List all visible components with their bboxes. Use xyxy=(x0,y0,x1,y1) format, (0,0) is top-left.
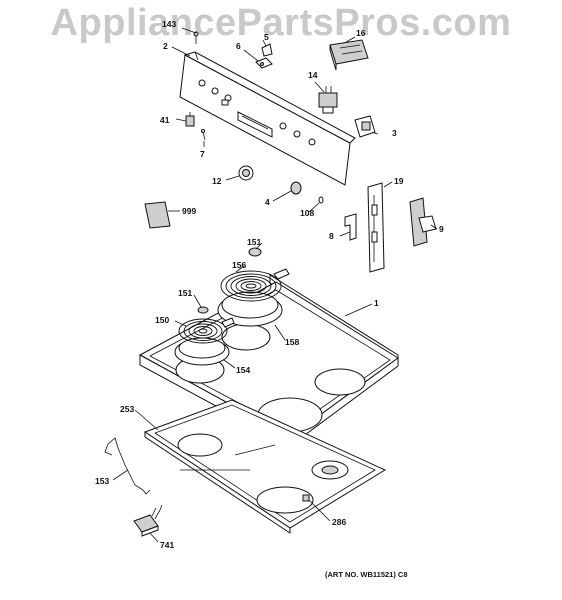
receptacle-151-top xyxy=(248,247,262,257)
callout-150: 150 xyxy=(155,315,169,325)
callout-4: 4 xyxy=(265,197,270,207)
switch-41 xyxy=(185,112,195,127)
callout-741: 741 xyxy=(160,540,174,550)
callout-253: 253 xyxy=(120,404,134,414)
callout-2: 2 xyxy=(163,41,168,51)
literature-999 xyxy=(144,201,171,229)
knob-cap-4 xyxy=(290,181,302,195)
callout-6: 6 xyxy=(236,41,241,51)
switch-14 xyxy=(318,86,338,114)
callout-108: 108 xyxy=(300,208,314,218)
callout-1: 1 xyxy=(374,298,379,308)
callout-8: 8 xyxy=(329,231,334,241)
callout-14: 14 xyxy=(308,70,318,80)
timer-module-16 xyxy=(329,39,369,71)
callout-151-top: 151 xyxy=(247,237,261,247)
callout-158: 158 xyxy=(285,337,299,347)
switch-3 xyxy=(354,115,376,138)
callout-151-lower: 151 xyxy=(178,288,192,298)
callout-143: 143 xyxy=(162,19,176,29)
terminal-block-741 xyxy=(133,504,163,537)
callout-156: 156 xyxy=(232,260,246,270)
bracket-5 xyxy=(261,43,273,57)
art-number: (ART NO. WB11521) C8 xyxy=(325,570,408,579)
wire-153 xyxy=(104,437,151,495)
side-bracket-19 xyxy=(367,182,385,273)
screw-286 xyxy=(302,494,310,502)
callout-153: 153 xyxy=(95,476,109,486)
callout-154: 154 xyxy=(236,365,250,375)
callout-7: 7 xyxy=(200,149,205,159)
hinge-9 xyxy=(409,197,437,247)
callout-41: 41 xyxy=(160,115,170,125)
surface-element-150 xyxy=(178,317,235,344)
clip-6 xyxy=(255,57,273,69)
callout-3: 3 xyxy=(392,128,397,138)
drip-pan-154 xyxy=(174,337,230,366)
spring-108 xyxy=(318,196,324,204)
callout-286: 286 xyxy=(332,517,346,527)
burner-box-253 xyxy=(143,399,387,534)
leader-lines xyxy=(112,27,438,543)
callout-19: 19 xyxy=(394,176,404,186)
callouts: 143 2 6 5 16 14 41 7 3 12 4 108 19 999 8… xyxy=(95,19,444,579)
bracket-8 xyxy=(344,213,357,241)
drip-pan-158 xyxy=(217,291,283,327)
receptacle-151-lower xyxy=(197,306,209,314)
callout-5: 5 xyxy=(264,32,269,42)
knob-12 xyxy=(238,165,254,181)
surface-element-156 xyxy=(220,268,290,302)
callout-16: 16 xyxy=(356,28,366,38)
control-panel xyxy=(179,51,356,186)
callout-12: 12 xyxy=(212,176,222,186)
callout-9: 9 xyxy=(439,224,444,234)
screw-7 xyxy=(201,129,206,141)
screw-143 xyxy=(193,31,199,44)
callout-999: 999 xyxy=(182,206,196,216)
